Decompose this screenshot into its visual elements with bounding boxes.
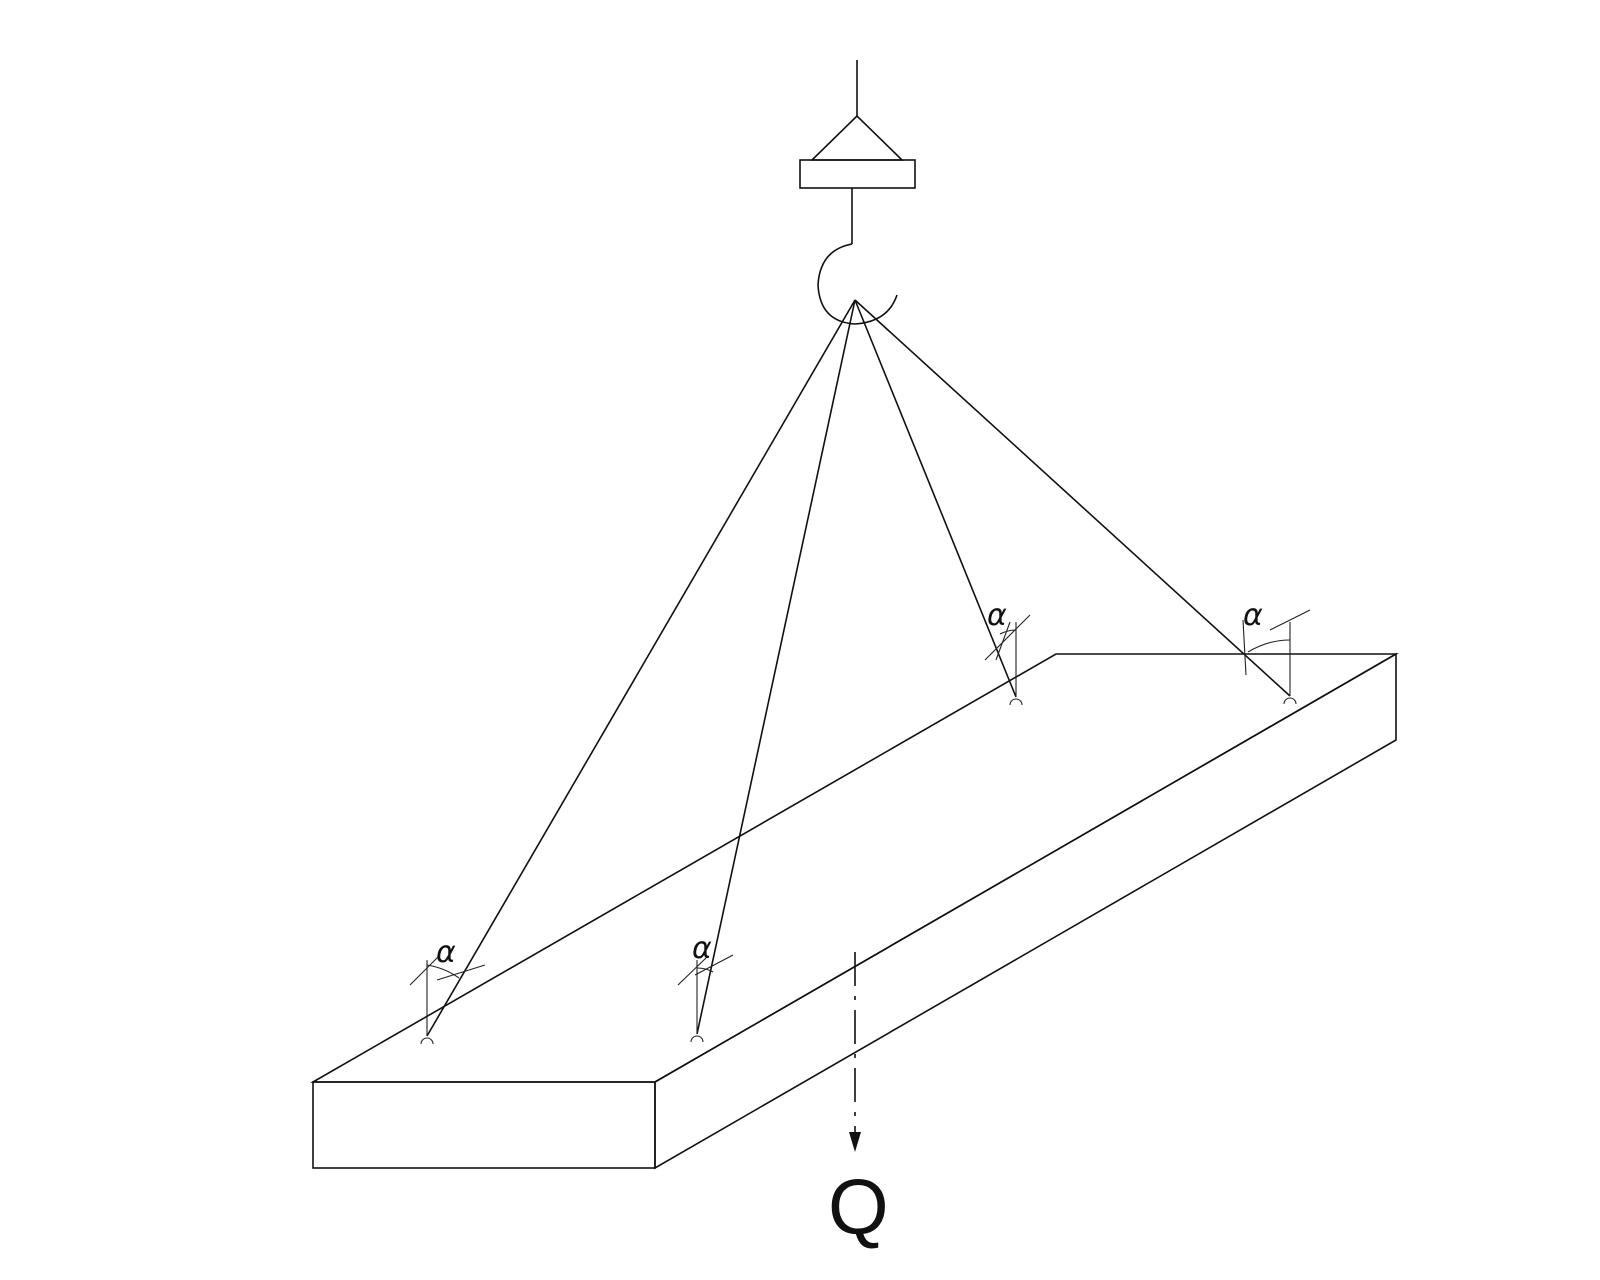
lifting-eye-icon	[1009, 698, 1023, 706]
angle-mark-back-left	[984, 614, 1031, 697]
angle-mark-front-left	[409, 954, 486, 1036]
sling-back-left	[854, 299, 1017, 698]
lifting-eye-icon	[1283, 697, 1297, 705]
sling-front-left	[426, 299, 856, 1037]
load-arrow	[849, 952, 861, 1152]
angle-mark-front-right	[677, 954, 734, 1034]
load-label: Q	[828, 1163, 889, 1251]
concrete-slab	[310, 652, 1399, 1170]
lifting-eyes	[420, 697, 1297, 1045]
lifting-eye-icon	[690, 1035, 704, 1043]
angle-mark-back-right	[1242, 609, 1311, 696]
sling-back-right	[854, 299, 1291, 697]
slings	[426, 299, 1291, 1037]
lifting-eye-icon	[420, 1037, 434, 1045]
slab-front-face	[312, 1081, 656, 1169]
angle-label: α	[1243, 598, 1263, 633]
angle-label: α	[436, 935, 456, 970]
arrow-head-icon	[849, 1132, 861, 1152]
angle-label: α	[987, 598, 1007, 633]
hook-block	[799, 114, 916, 244]
angle-label: α	[692, 931, 712, 966]
lifting-hook	[817, 243, 898, 325]
sling-front-right	[696, 299, 856, 1035]
slab-side-face	[654, 652, 1397, 1170]
